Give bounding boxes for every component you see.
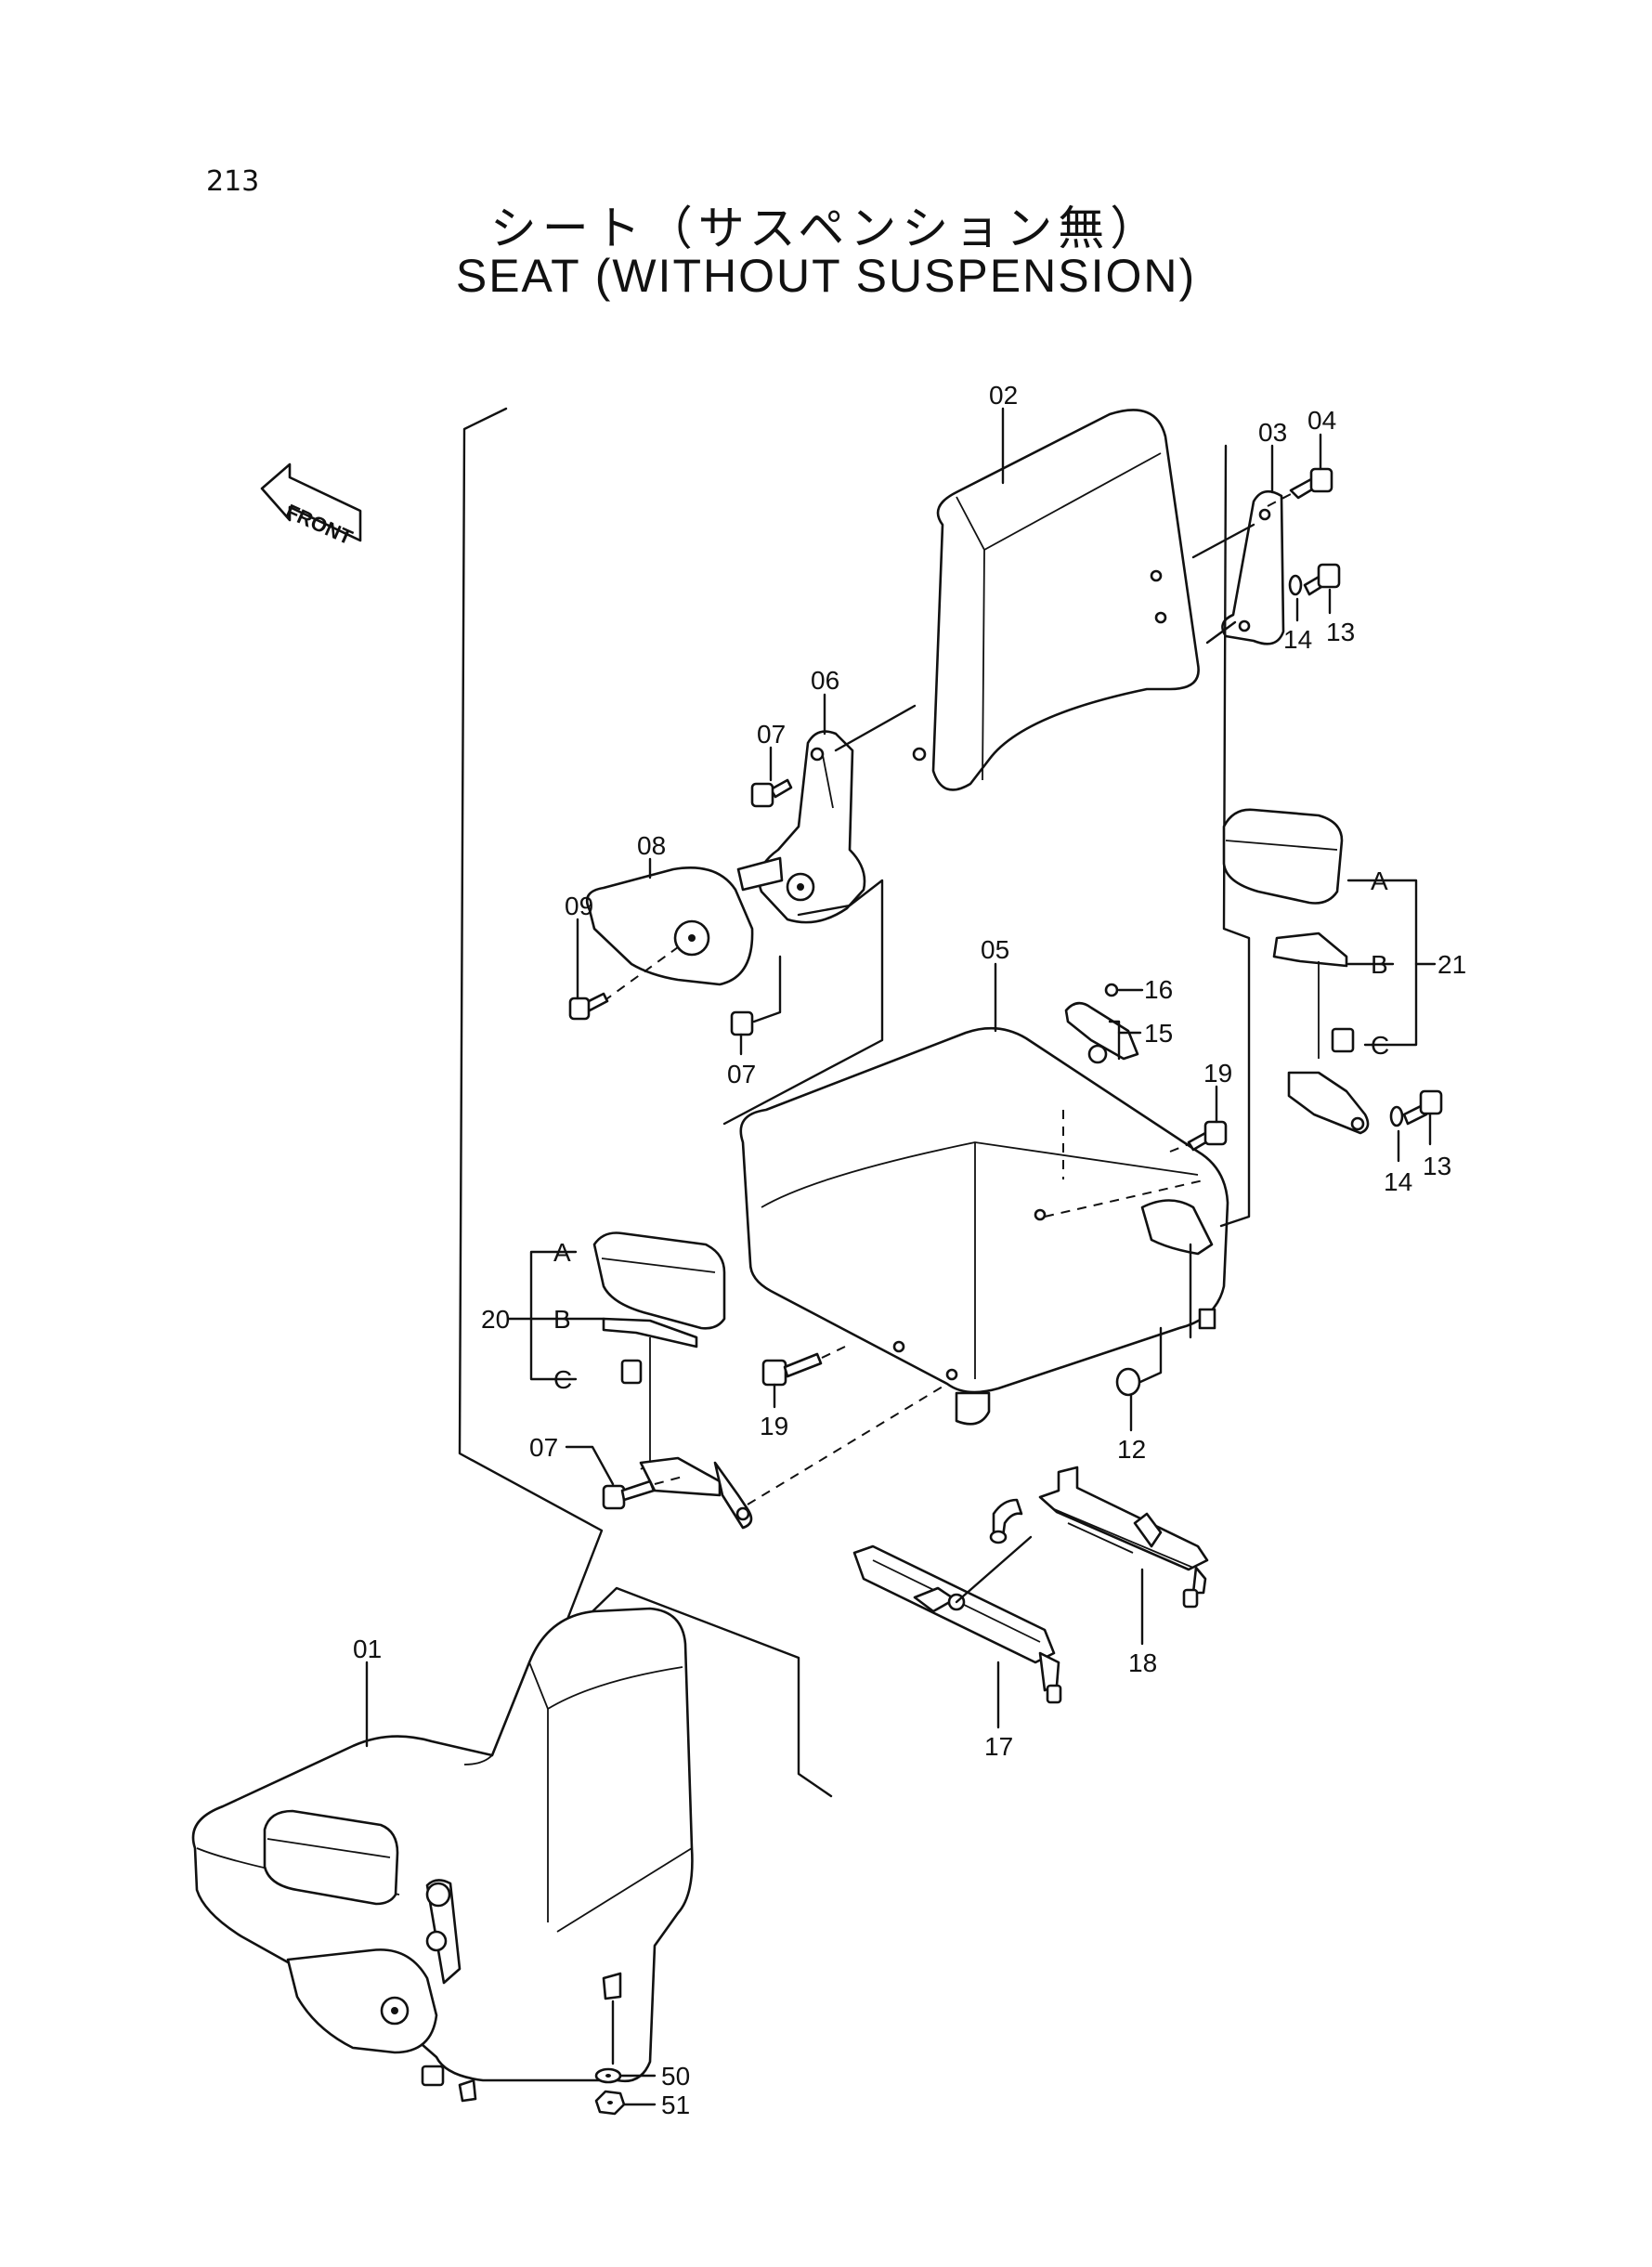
- sub-label-a-right: A: [1371, 866, 1388, 895]
- washer-bolt-upper: [1288, 563, 1341, 596]
- bracket-15: [1064, 983, 1139, 1064]
- callout-14-lower: 14: [1384, 1167, 1412, 1196]
- bolt-19-lower: [761, 1352, 823, 1387]
- sub-label-b-right: B: [1371, 950, 1388, 979]
- callout-20: 20: [481, 1305, 510, 1334]
- callout-17: 17: [984, 1732, 1013, 1761]
- callout-03: 03: [1258, 418, 1287, 447]
- armrest-left: [592, 1231, 753, 1530]
- page-number: 213: [206, 165, 260, 198]
- callout-15: 15: [1144, 1019, 1173, 1048]
- callout-19-lower: 19: [760, 1412, 788, 1440]
- sub-label-c-left: C: [553, 1365, 572, 1394]
- armrest-right: [1222, 808, 1370, 1135]
- seat-assembly-complete: [191, 1607, 694, 2103]
- callout-02: 02: [989, 381, 1018, 410]
- seat-slide-rail-right: [989, 1466, 1209, 1609]
- bolt-19-upper: [1187, 1120, 1228, 1152]
- hinge-plate-right: [1221, 489, 1285, 645]
- title-japanese: シート（サスペンション無）: [489, 202, 1163, 255]
- nut-51: [594, 2090, 626, 2116]
- sub-label-b-left: B: [553, 1305, 571, 1334]
- exploded-view-boundary: [458, 407, 833, 1798]
- screw-09: [568, 992, 609, 1021]
- seat-cushion: [739, 1026, 1229, 1426]
- callout-05: 05: [981, 935, 1009, 964]
- recliner-cover: [585, 866, 754, 986]
- callout-18: 18: [1128, 1648, 1157, 1677]
- callout-13-upper: 13: [1326, 618, 1355, 646]
- front-arrow-marker: FRONT: [260, 463, 362, 550]
- callout-07-lower: 07: [529, 1433, 558, 1462]
- callout-08: 08: [637, 831, 666, 860]
- bolt-07-lower: [602, 1479, 656, 1510]
- callout-14-upper: 14: [1283, 625, 1312, 654]
- callout-21: 21: [1437, 950, 1466, 979]
- bolt-07-upper: [750, 778, 793, 808]
- callout-01: 01: [353, 1635, 382, 1663]
- bolt-04: [1289, 467, 1333, 500]
- recliner-lever: [736, 730, 866, 924]
- sub-label-c-right: C: [1371, 1031, 1389, 1060]
- washer-50: [594, 2067, 622, 2084]
- bolt-07-middle: [730, 1010, 754, 1056]
- backrest-cover: [912, 409, 1200, 791]
- callout-16: 16: [1144, 975, 1173, 1004]
- callout-19-upper: 19: [1203, 1059, 1232, 1088]
- washer-bolt-lower: [1389, 1089, 1443, 1127]
- callout-51: 51: [661, 2091, 690, 2119]
- title-english: SEAT (WITHOUT SUSPENSION): [455, 250, 1197, 302]
- collar-12: [1115, 1367, 1141, 1397]
- sub-label-a-left: A: [553, 1238, 571, 1267]
- callout-09: 09: [565, 892, 593, 920]
- seat-slide-rail-left: [852, 1544, 1062, 1704]
- callout-07-middle: 07: [727, 1060, 756, 1088]
- callout-04: 04: [1307, 406, 1336, 435]
- callout-07-upper: 07: [757, 720, 786, 749]
- callout-06: 06: [811, 666, 839, 695]
- callout-13-lower: 13: [1423, 1152, 1451, 1180]
- callout-50: 50: [661, 2062, 690, 2091]
- callout-12: 12: [1117, 1435, 1146, 1464]
